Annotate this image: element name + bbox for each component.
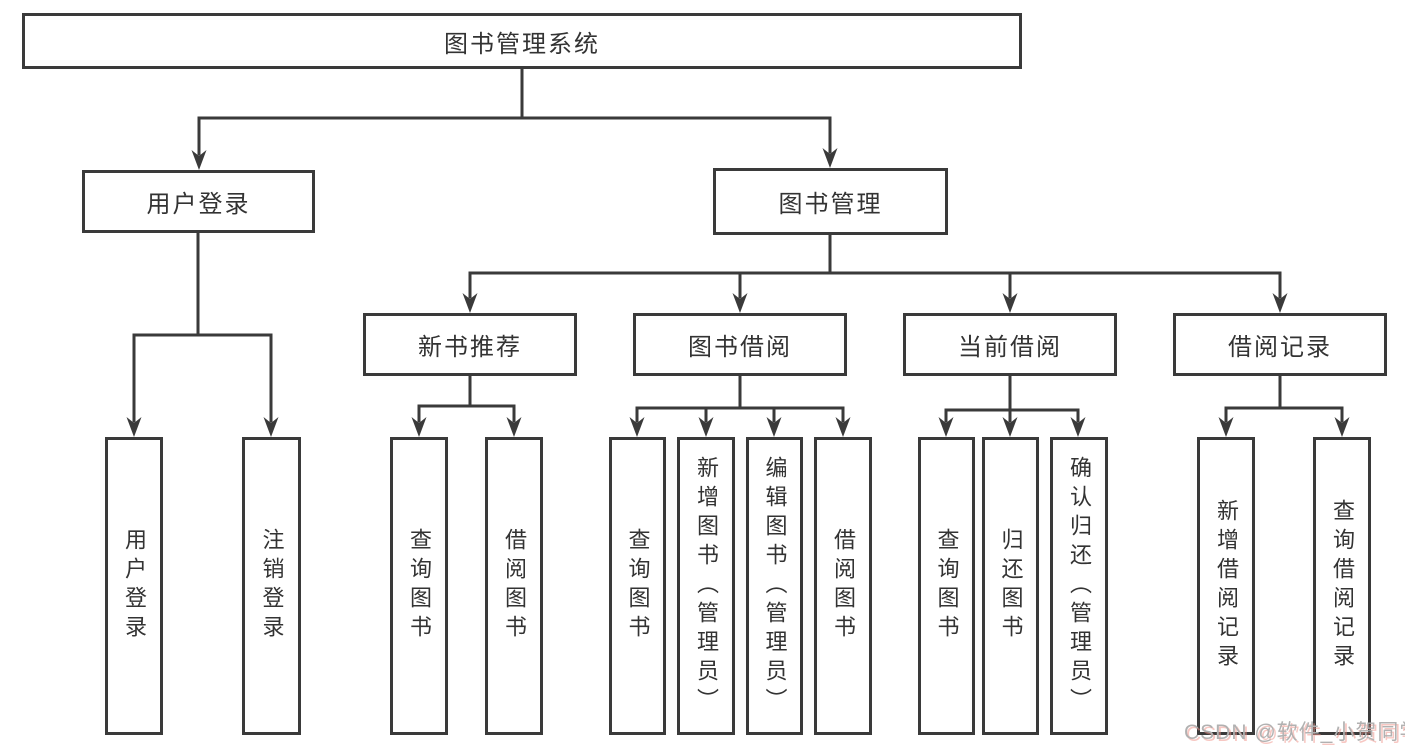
leaf-borrow-books: 借阅图书: [814, 437, 872, 735]
node-label: 图书借阅: [688, 334, 792, 361]
node-label: 借阅图书: [502, 528, 527, 644]
node-current-borrowing: 当前借阅: [903, 313, 1117, 376]
leaf-query-books-current: 查询图书: [918, 437, 975, 735]
node-label: 查询图书: [625, 528, 651, 644]
node-label: 借阅图书: [831, 528, 856, 644]
node-label: 用户登录: [122, 528, 147, 644]
leaf-edit-books-admin: 编辑图书（管理员）: [746, 437, 803, 735]
leaf-query-books-borrow: 查询图书: [609, 437, 666, 735]
node-label: 确认归还（管理员）: [1067, 455, 1092, 717]
node-book-management: 图书管理: [713, 168, 948, 235]
node-borrowing-records: 借阅记录: [1173, 313, 1387, 376]
node-label: 用户登录: [146, 191, 251, 218]
csdn-watermark: CSDN @软件_小贺同学: [1184, 721, 1405, 744]
node-label: 注销登录: [259, 528, 285, 644]
node-label: 归还图书: [998, 528, 1024, 644]
leaf-query-borrowing-record: 查询借阅记录: [1313, 437, 1371, 735]
node-user-login: 用户登录: [82, 170, 315, 233]
node-label: 查询借阅记录: [1330, 499, 1355, 673]
leaf-add-books-admin: 新增图书（管理员）: [677, 437, 735, 735]
node-label: 借阅记录: [1228, 334, 1332, 361]
node-label: 当前借阅: [958, 334, 1062, 361]
node-label: 新增图书（管理员）: [694, 455, 719, 717]
node-book-borrowing: 图书借阅: [633, 313, 847, 376]
node-label: 新增借阅记录: [1214, 499, 1239, 673]
leaf-return-books: 归还图书: [982, 437, 1039, 735]
node-label: 查询图书: [934, 528, 960, 644]
node-new-book-recommendation: 新书推荐: [363, 313, 577, 376]
node-label: 编辑图书（管理员）: [762, 455, 788, 717]
node-label: 图书管理: [778, 191, 883, 218]
leaf-logout-login: 注销登录: [242, 437, 301, 735]
leaf-add-borrowing-record: 新增借阅记录: [1197, 437, 1255, 735]
node-label: 图书管理系统: [444, 30, 600, 58]
node-label: 新书推荐: [418, 334, 522, 361]
leaf-borrow-books-recommend: 借阅图书: [485, 437, 543, 735]
node-label: 查询图书: [407, 528, 432, 644]
leaf-query-books-recommend: 查询图书: [390, 437, 448, 735]
leaf-confirm-return-admin: 确认归还（管理员）: [1050, 437, 1108, 735]
node-library-management-system: 图书管理系统: [22, 13, 1022, 69]
leaf-user-login: 用户登录: [105, 437, 163, 735]
